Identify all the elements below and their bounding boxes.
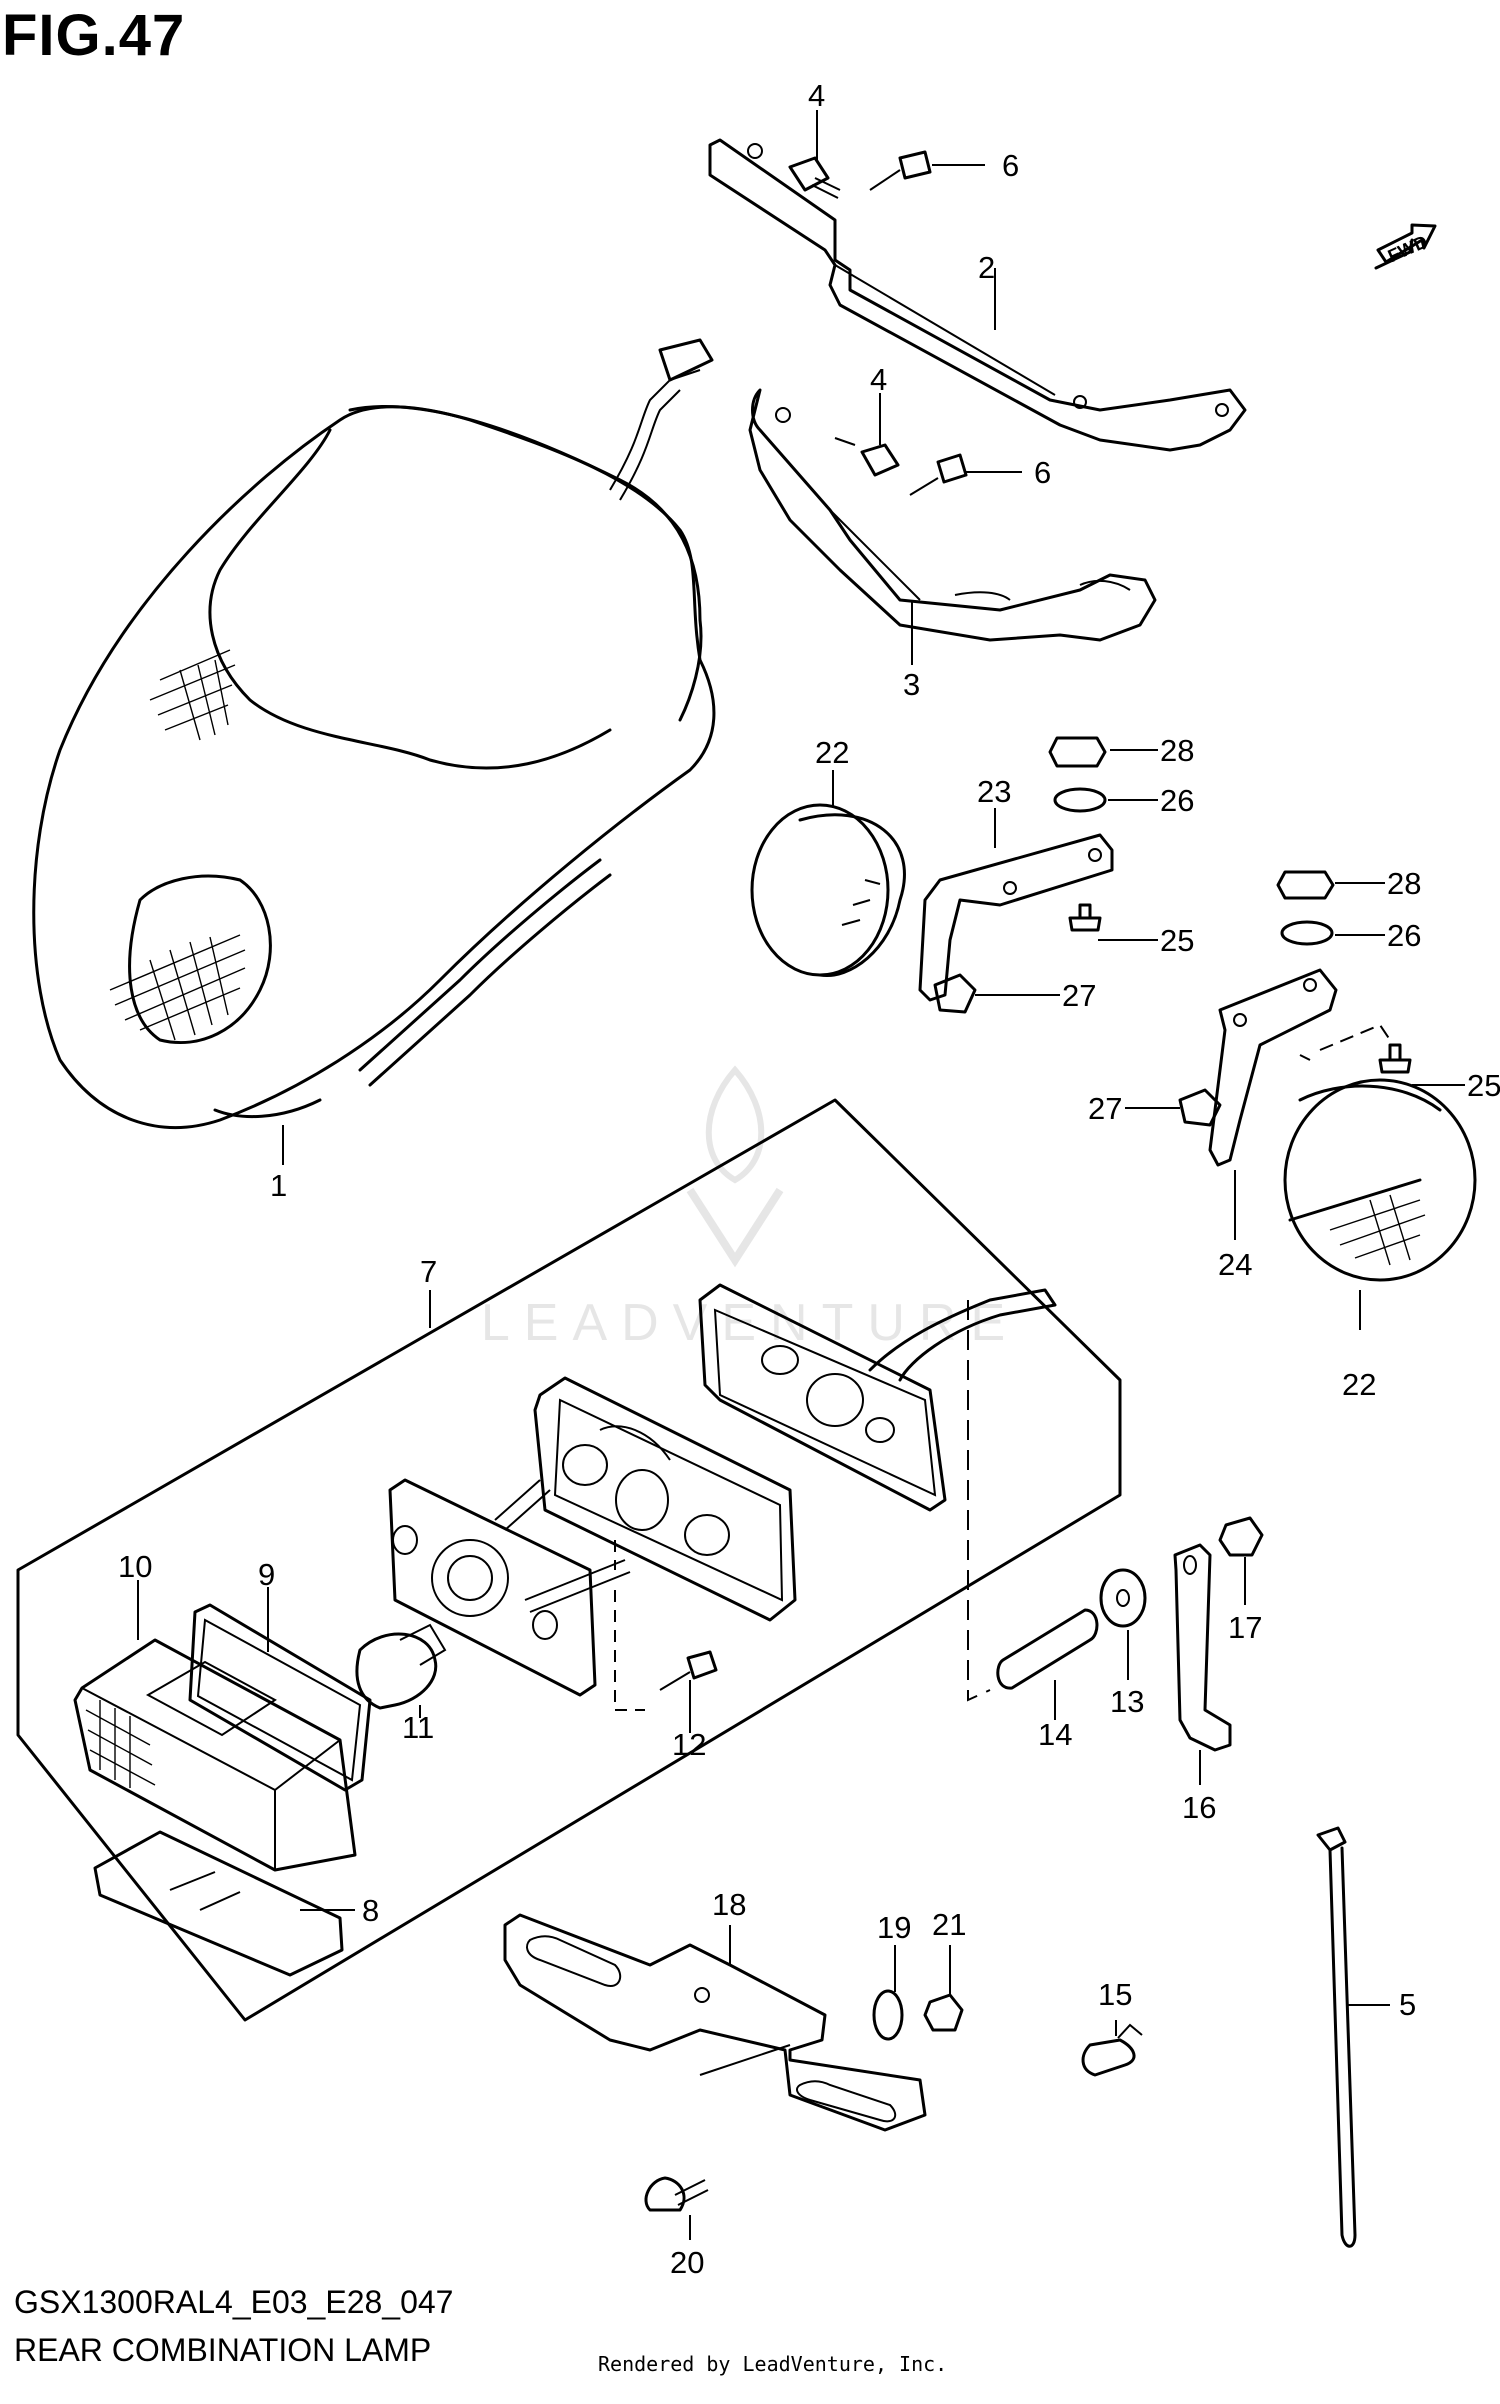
part-6-screw-upper <box>869 150 985 191</box>
callout-26-upper: 26 <box>1160 783 1194 818</box>
part-26-washer-right <box>1280 920 1385 946</box>
part-14-spacer <box>967 1300 1099 1720</box>
callout-7: 7 <box>420 1254 437 1289</box>
callout-8: 8 <box>362 1893 379 1928</box>
part-4-bolt-upper <box>788 110 841 199</box>
part-13-washer <box>1099 1568 1147 1680</box>
part-26-washer-upper <box>1053 787 1158 813</box>
callout-23: 23 <box>977 774 1011 809</box>
callout-11: 11 <box>402 1710 434 1745</box>
part-19-washer <box>872 1945 904 2041</box>
part-6-screw-lower <box>909 453 1022 496</box>
callout-22-left: 22 <box>815 735 849 770</box>
part-9-gasket <box>188 1587 372 1792</box>
callout-4-upper: 4 <box>808 78 825 113</box>
callout-12: 12 <box>672 1727 706 1762</box>
part-28-nut-upper <box>1048 736 1158 768</box>
callout-21: 21 <box>932 1907 966 1942</box>
part-2-bracket <box>708 138 1247 452</box>
callout-10: 10 <box>118 1549 152 1584</box>
part-27-nut-right <box>1125 1088 1222 1127</box>
callout-13: 13 <box>1110 1684 1144 1719</box>
callout-19: 19 <box>877 1910 911 1945</box>
rendered-by-credit: Rendered by LeadVenture, Inc. <box>598 2352 948 2376</box>
part-28-nut-right <box>1276 870 1385 900</box>
part-11-bulb <box>355 1623 447 1718</box>
part-21-nut <box>923 1945 964 2032</box>
part-3-bracket <box>748 388 1157 665</box>
callout-26-right: 26 <box>1387 918 1421 953</box>
callout-16: 16 <box>1182 1790 1216 1825</box>
diagram-code: GSX1300RAL4_E03_E28_047 <box>14 2284 454 2320</box>
part-16-strap <box>1173 1543 1232 1785</box>
callout-24: 24 <box>1218 1247 1252 1282</box>
part-15-clip <box>1081 2020 1143 2077</box>
callout-14: 14 <box>1038 1717 1072 1752</box>
callout-17: 17 <box>1228 1610 1262 1645</box>
callout-6-upper: 6 <box>1002 148 1019 183</box>
leadventure-watermark: LEADVENTURE <box>481 1065 1005 1352</box>
part-24-stay <box>1208 968 1391 1240</box>
callout-25-right: 25 <box>1467 1068 1500 1103</box>
callout-2: 2 <box>978 250 995 285</box>
callout-3: 3 <box>903 667 920 702</box>
callout-25-upper: 25 <box>1160 923 1194 958</box>
part-lamp-base <box>533 1376 797 1622</box>
callout-28-right: 28 <box>1387 866 1421 901</box>
part-7-assembly-outline <box>16 1098 1122 2022</box>
part-25-screw-right <box>1378 1043 1465 1086</box>
callout-28-upper: 28 <box>1160 733 1194 768</box>
part-17-nut <box>1218 1516 1264 1605</box>
part-22-reflector-left <box>750 770 906 978</box>
callout-labels: 1 2 3 4 4 5 6 6 7 8 9 10 11 12 13 14 15 … <box>118 78 1500 2280</box>
callout-1: 1 <box>270 1168 287 1203</box>
callout-9: 9 <box>258 1557 275 1592</box>
part-23-stay <box>918 808 1114 1002</box>
diagram-name: REAR COMBINATION LAMP <box>14 2332 432 2368</box>
part-5-cable-tie <box>1316 1826 1390 2248</box>
part-4-bolt-lower <box>834 393 900 477</box>
callout-27-upper: 27 <box>1062 978 1096 1013</box>
callout-15: 15 <box>1098 1977 1132 2012</box>
callout-18: 18 <box>712 1887 746 1922</box>
part-1-housing <box>32 338 716 1165</box>
part-22-reflector-right <box>1283 1078 1477 1330</box>
part-25-screw-upper <box>1068 903 1158 941</box>
part-lamp-gasket <box>698 1283 1057 1512</box>
part-27-nut-upper <box>933 973 1060 1014</box>
figure-title: FIG.47 <box>2 3 186 68</box>
part-20-screw <box>644 2044 791 2240</box>
part-10-lens <box>73 1580 357 1872</box>
callout-4-lower: 4 <box>870 362 887 397</box>
fwd-arrow-icon: FWD <box>1374 223 1437 270</box>
part-socket-board <box>388 1478 631 1697</box>
callout-27-right: 27 <box>1088 1091 1122 1126</box>
callout-22-right: 22 <box>1342 1367 1376 1402</box>
part-18-bracket <box>503 1913 927 2132</box>
callout-20: 20 <box>670 2245 704 2280</box>
part-8-license-lens <box>93 1830 355 1977</box>
part-12-screw <box>614 1540 718 1733</box>
callout-6-lower: 6 <box>1034 455 1051 490</box>
callout-5: 5 <box>1399 1987 1416 2022</box>
